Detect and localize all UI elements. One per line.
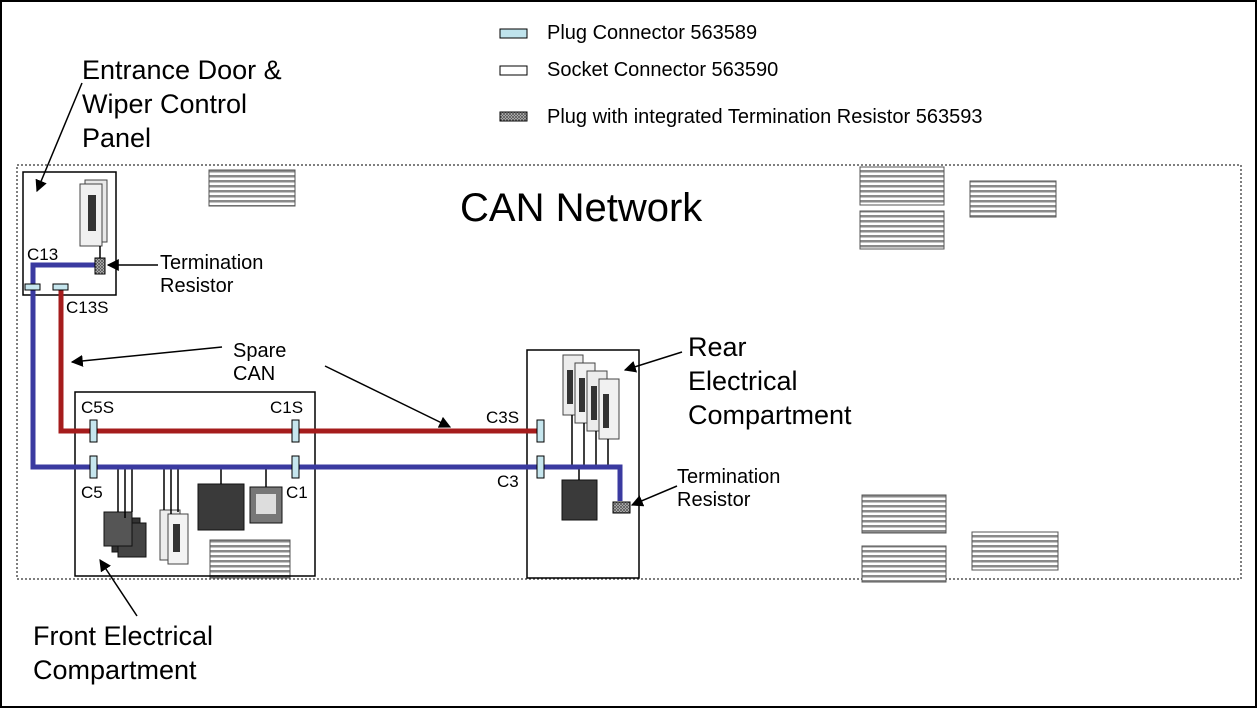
- plug-connector-c1: [291, 455, 300, 479]
- legend-plug-label: Plug Connector 563589: [547, 22, 758, 44]
- connector-label-c5s: C5S: [81, 398, 115, 417]
- striped-block: [971, 531, 1059, 571]
- striped-block: [209, 539, 291, 579]
- rear-compartment-modules: [561, 354, 620, 521]
- arrow-front-compartment: [99, 558, 138, 617]
- connector-label-c1: C1: [286, 483, 308, 502]
- striped-block: [208, 169, 296, 207]
- spare-can-label: Spare CAN: [233, 340, 287, 385]
- legend-termination-plug-icon: [499, 111, 528, 122]
- striped-block: [861, 494, 947, 534]
- plug-connector-c1s: [291, 419, 300, 443]
- connector-label-c13s: C13S: [66, 298, 109, 317]
- entrance-door-panel-box: [22, 171, 117, 296]
- entrance-panel-label: Entrance Door & Wiper Control Panel: [82, 55, 282, 153]
- connector-label-c3s: C3S: [486, 408, 520, 427]
- can-bus-main: [30, 262, 623, 501]
- legend-plug-icon: [499, 28, 528, 39]
- termination-resistor-rear: [612, 501, 631, 514]
- plug-connector-c3: [536, 455, 545, 479]
- plug-connector-c13: [24, 283, 41, 291]
- legend-socket-label: Socket Connector 563590: [547, 59, 779, 81]
- arrow-termination-rear: [630, 485, 678, 507]
- front-compartment-label: Front Electrical Compartment: [33, 621, 214, 685]
- rear-compartment-label: Rear Electrical Compartment: [688, 332, 852, 430]
- striped-block: [859, 210, 945, 250]
- connector-label-c1s: C1S: [270, 398, 304, 417]
- termination-resistor-label-rear: Termination Resistor: [677, 466, 781, 511]
- arrow-rear-compartment: [623, 351, 683, 373]
- front-compartment-box: [74, 391, 316, 577]
- front-compartment-modules: [103, 468, 283, 565]
- can-network-boundary: [16, 164, 1242, 580]
- diagram-title: CAN Network: [460, 186, 703, 230]
- plug-connector-c5s: [89, 419, 98, 443]
- connector-label-c3: C3: [497, 472, 519, 491]
- can-bus-spare: [58, 288, 540, 434]
- plug-connectors: [24, 283, 545, 479]
- striped-block: [861, 545, 947, 583]
- entrance-modules: [79, 179, 108, 264]
- legend-termination-plug-label: Plug with integrated Termination Resisto…: [547, 106, 983, 128]
- plug-connector-c5: [89, 455, 98, 479]
- striped-block: [859, 166, 945, 206]
- plug-connector-c13s: [52, 283, 69, 291]
- legend-socket-icon: [499, 65, 528, 76]
- arrow-spare-can-connection: [324, 365, 452, 428]
- striped-block: [969, 180, 1057, 218]
- arrow-entrance-label: [35, 82, 83, 193]
- connector-label-c5: C5: [81, 483, 103, 502]
- striped-blocks: [208, 166, 1059, 583]
- termination-resistor-entrance: [94, 257, 106, 275]
- termination-resistor-label-entrance: Termination Resistor: [160, 252, 264, 297]
- plug-connector-c3s: [536, 419, 545, 443]
- rear-compartment-box: [526, 349, 640, 579]
- connector-label-c13: C13: [27, 245, 59, 264]
- arrow-spare-can-red: [70, 346, 223, 367]
